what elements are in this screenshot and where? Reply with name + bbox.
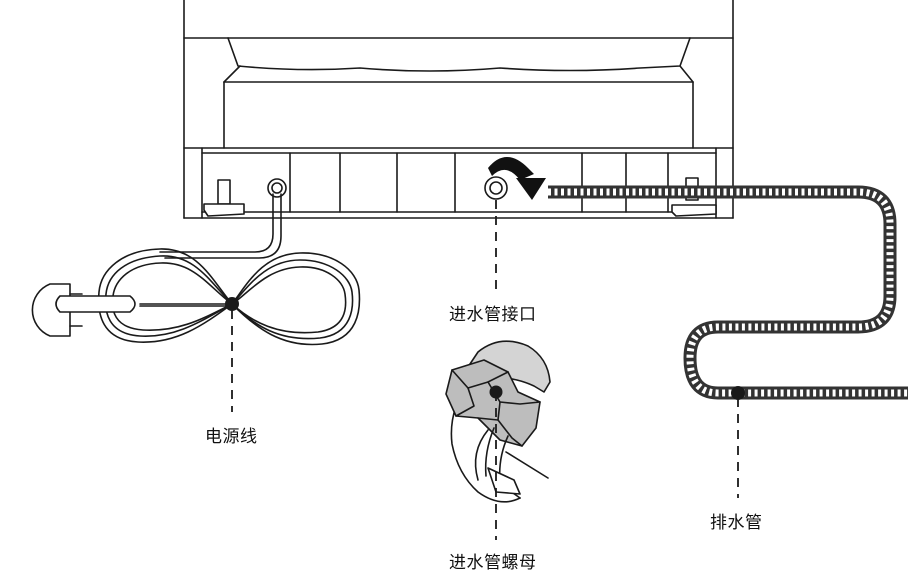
drain-hose-marker bbox=[731, 386, 745, 400]
leader-lines bbox=[231, 200, 739, 540]
drain-hose-ribs bbox=[548, 188, 908, 397]
drain-hose-outline bbox=[548, 185, 908, 400]
power-cord-marker bbox=[225, 297, 239, 311]
machine-body bbox=[183, 0, 734, 219]
inlet-nut-illustration bbox=[445, 340, 551, 503]
inlet-connector bbox=[484, 176, 508, 200]
label-inlet-connector: 进水管接口 bbox=[449, 305, 537, 325]
power-cord bbox=[31, 178, 361, 346]
inlet-nut-marker bbox=[489, 385, 503, 399]
label-drain-hose: 排水管 bbox=[710, 513, 763, 533]
label-power-cord: 电源线 bbox=[205, 427, 258, 447]
label-inlet-nut: 进水管螺母 bbox=[449, 553, 537, 573]
clockwise-arrow-icon bbox=[488, 157, 546, 200]
